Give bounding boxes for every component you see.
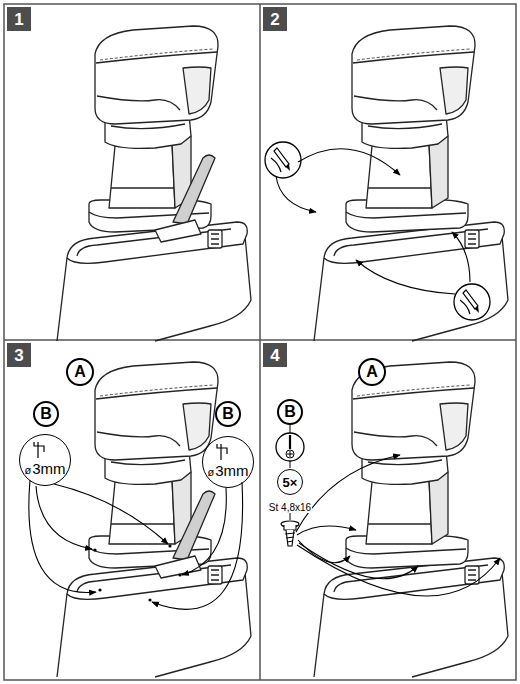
callout-text: 2 (270, 11, 279, 28)
callout-text: 1 (14, 11, 23, 28)
drill-callout: ø3mm (19, 434, 71, 486)
armrest-drawing (314, 362, 508, 677)
callout-text: ø (24, 465, 31, 476)
quantity-callout: 5× (277, 469, 303, 495)
part-callout: A (358, 358, 386, 386)
leader-arrow (29, 480, 243, 609)
part-callout: A (66, 358, 94, 386)
step-number: 4 (263, 343, 287, 367)
leader-arrow (276, 149, 470, 294)
step-number: 3 (7, 343, 31, 367)
callout-text: 4 (270, 347, 279, 364)
callout-text: 3mm (215, 463, 248, 478)
step-number: 2 (263, 7, 287, 31)
armrest-drawing (314, 26, 508, 341)
drill-callout: ø3mm (202, 436, 254, 488)
callout-text: B (40, 406, 52, 422)
callout-text: A (74, 364, 86, 380)
part-callout: B (215, 401, 241, 427)
armrest-drawing (57, 26, 251, 341)
step-number: 1 (7, 7, 31, 31)
hole-dot (93, 544, 181, 601)
callout-text: 3mm (32, 461, 65, 476)
marking-icon (265, 142, 490, 320)
drill-icon (34, 442, 227, 460)
callout-text: ø (207, 467, 214, 478)
screw-icon (281, 521, 299, 546)
armrest-drawing (57, 362, 251, 677)
part-callout: B (33, 401, 59, 427)
callout-text: A (366, 364, 378, 380)
screw-size: St 4,8x16 (268, 502, 312, 513)
part-callout: B (277, 399, 303, 425)
callout-text: 3 (14, 347, 23, 364)
panel-frames (4, 4, 516, 680)
leader-arrow (296, 455, 500, 596)
callout-text: B (222, 406, 234, 422)
callout-text: B (284, 404, 296, 420)
screwdriver-icon (276, 433, 304, 461)
callout-text: 5× (283, 476, 298, 489)
